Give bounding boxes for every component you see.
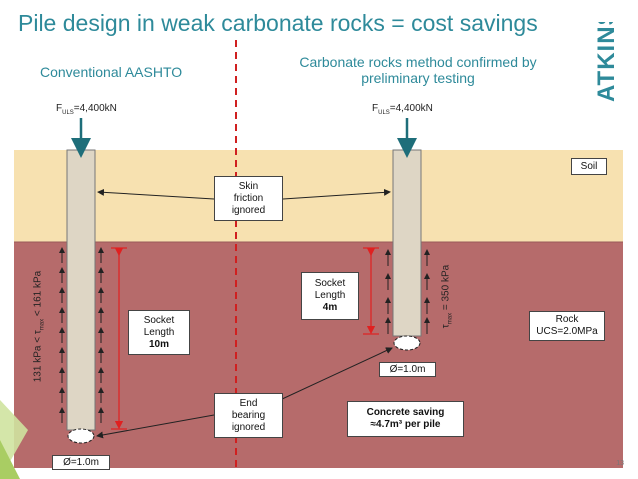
right-pile xyxy=(392,149,422,337)
right-shaft-arrows xyxy=(385,249,430,334)
end-arrow-right xyxy=(279,347,393,401)
right-heading-line2: preliminary testing xyxy=(361,70,475,86)
right-heading: Carbonate rocks method confirmed by prel… xyxy=(268,54,568,86)
rock-label: Rock UCS=2.0MPa xyxy=(529,311,605,341)
tau-label-left: 131 kPa < τmax < 161 kPa xyxy=(32,270,46,383)
tau-label-right: τmax = 350 kPa xyxy=(440,264,454,329)
soil-layer xyxy=(14,150,623,242)
end-bearing-box: End bearing ignored xyxy=(214,393,283,438)
socket-length-right: Socket Length 4m xyxy=(301,272,359,320)
right-heading-line1: Carbonate rocks method confirmed by xyxy=(299,54,537,70)
corner-decoration-2 xyxy=(0,440,20,479)
left-pile-base xyxy=(67,428,95,444)
load-label-left: FULS=4,400kN xyxy=(56,103,117,116)
slide-title: Pile design in weak carbonate rocks = co… xyxy=(18,10,538,36)
diameter-right: Ø=1.0m xyxy=(379,362,436,377)
atkins-logo: ATKINS xyxy=(593,22,620,102)
left-heading: Conventional AASHTO xyxy=(40,64,183,80)
left-pile xyxy=(66,149,96,431)
skin-arrow-right xyxy=(282,188,391,200)
concrete-saving-box: Concrete saving ≈4.7m³ per pile xyxy=(347,401,464,437)
skin-arrow-left xyxy=(97,188,215,200)
soil-label: Soil xyxy=(571,158,607,175)
page-number: 13 xyxy=(616,460,624,467)
socket-length-left: Socket Length 10m xyxy=(128,310,190,355)
right-pile-base xyxy=(393,335,421,351)
end-arrow-left xyxy=(96,414,215,439)
logo-text: ATKINS xyxy=(593,22,620,102)
load-label-right: FULS=4,400kN xyxy=(372,103,433,116)
diameter-left: Ø=1.0m xyxy=(52,455,110,470)
skin-friction-box: Skin friction ignored xyxy=(214,176,283,221)
left-shaft-arrows xyxy=(59,247,104,423)
